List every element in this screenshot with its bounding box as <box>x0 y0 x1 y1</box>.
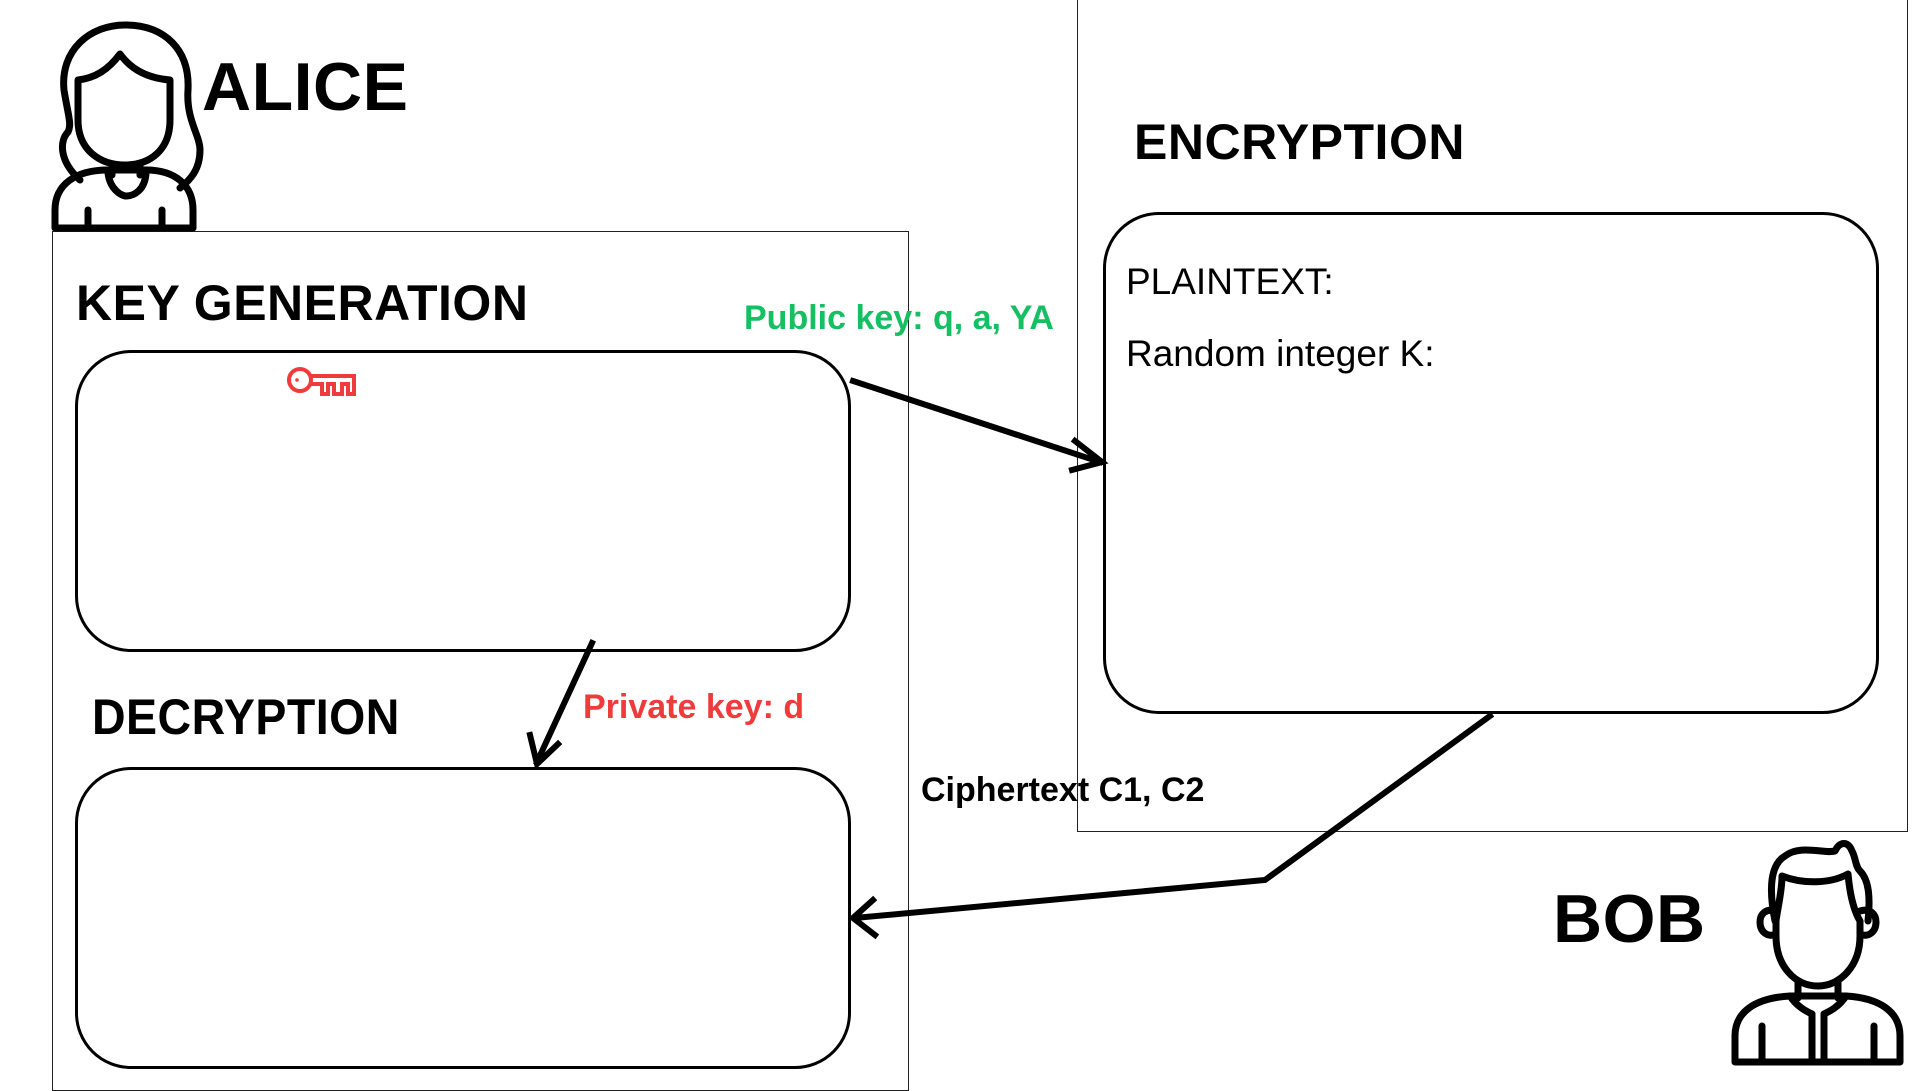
encryption-title: ENCRYPTION <box>1134 114 1465 170</box>
public-key-label: Public key: q, a, YA <box>744 299 1054 337</box>
encryption-box[interactable] <box>1103 212 1879 714</box>
alice-name: ALICE <box>202 49 409 125</box>
decryption-box[interactable] <box>75 767 851 1069</box>
plaintext-label: PLAINTEXT: <box>1126 261 1334 302</box>
woman-user-icon <box>50 20 210 232</box>
random-integer-k-label: Random integer K: <box>1126 333 1435 374</box>
ciphertext-label: Ciphertext C1, C2 <box>921 771 1205 809</box>
private-key-label: Private key: d <box>583 688 805 726</box>
decryption-title: DECRYPTION <box>92 689 400 745</box>
man-user-icon <box>1730 836 1910 1070</box>
key-icon <box>286 364 358 398</box>
key-generation-title: KEY GENERATION <box>76 275 529 331</box>
key-generation-box[interactable] <box>75 350 851 652</box>
bob-name: BOB <box>1553 881 1706 957</box>
